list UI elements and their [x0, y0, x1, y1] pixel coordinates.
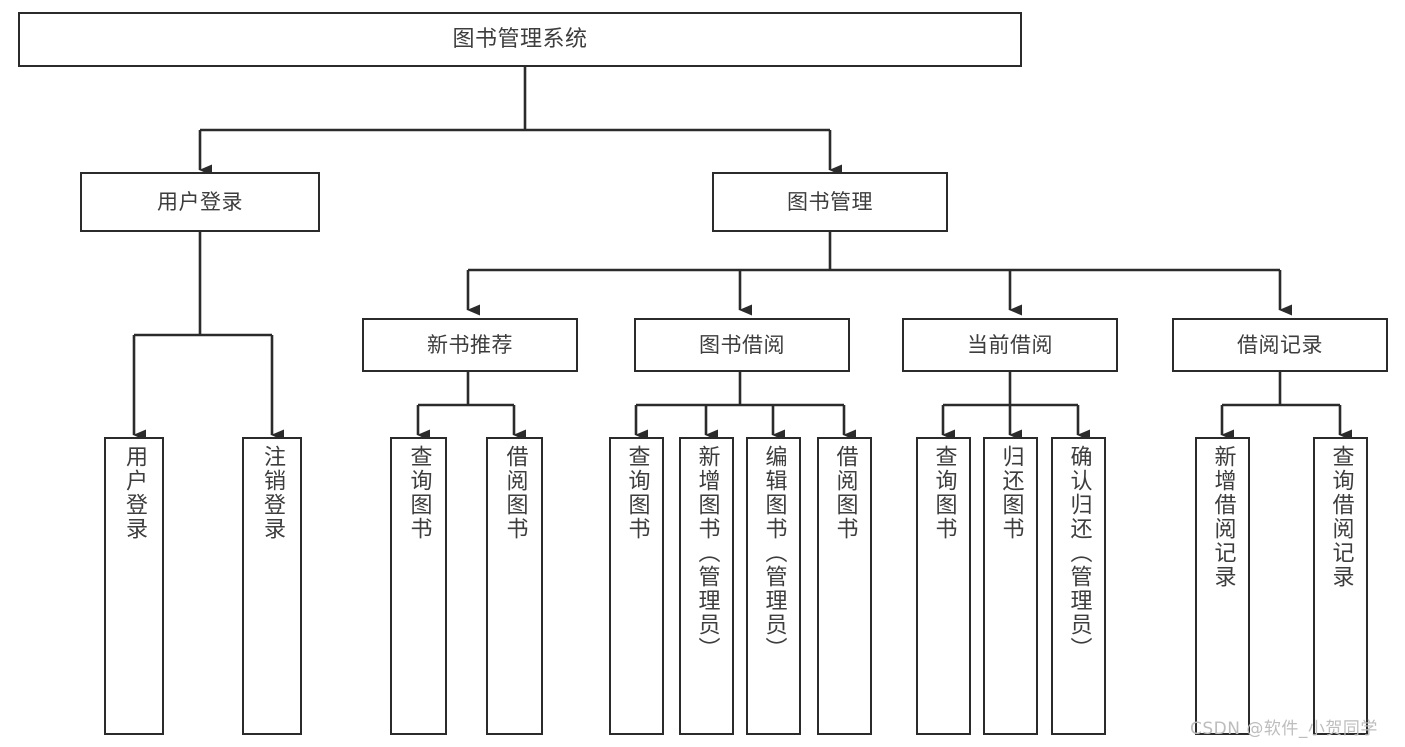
node-label: 查询图书 — [624, 445, 650, 541]
node-leaf-borrow-book[interactable]: 借阅图书 — [817, 437, 872, 735]
node-label: 用户登录 — [122, 445, 147, 541]
node-label: 新书推荐 — [427, 332, 513, 357]
node-leaf-confirm-return-admin[interactable]: 确认归还（管理员） — [1051, 437, 1106, 735]
node-leaf-add-book-admin[interactable]: 新增图书（管理员） — [679, 437, 734, 735]
node-label: 新增图书（管理员） — [694, 445, 720, 661]
node-book-management[interactable]: 图书管理 — [712, 172, 948, 232]
node-leaf-return-book[interactable]: 归还图书 — [983, 437, 1038, 735]
node-label: 用户登录 — [157, 189, 243, 214]
node-label: 当前借阅 — [967, 332, 1053, 357]
node-label: 借阅图书 — [832, 445, 858, 541]
node-label: 新增借阅记录 — [1210, 445, 1236, 589]
node-leaf-query-book-recommend[interactable]: 查询图书 — [390, 437, 447, 735]
node-label: 编辑图书（管理员） — [761, 445, 787, 661]
node-leaf-query-borrow-record[interactable]: 查询借阅记录 — [1313, 437, 1368, 735]
node-leaf-logout[interactable]: 注销登录 — [242, 437, 302, 735]
node-label: 查询图书 — [931, 445, 957, 541]
node-label: 查询图书 — [406, 445, 432, 541]
node-current-borrow[interactable]: 当前借阅 — [902, 318, 1118, 372]
node-leaf-user-login[interactable]: 用户登录 — [104, 437, 164, 735]
node-label: 图书管理 — [787, 189, 873, 214]
node-book-borrow[interactable]: 图书借阅 — [634, 318, 850, 372]
node-new-book-recommend[interactable]: 新书推荐 — [362, 318, 578, 372]
node-label: 图书管理系统 — [452, 26, 588, 52]
node-label: 图书借阅 — [699, 332, 785, 357]
node-label: 借阅记录 — [1237, 332, 1323, 357]
node-leaf-add-borrow-record[interactable]: 新增借阅记录 — [1195, 437, 1250, 735]
node-leaf-edit-book-admin[interactable]: 编辑图书（管理员） — [746, 437, 801, 735]
node-label: 查询借阅记录 — [1328, 445, 1354, 589]
node-leaf-query-book-current[interactable]: 查询图书 — [916, 437, 971, 735]
node-label: 归还图书 — [998, 445, 1024, 541]
node-leaf-query-book[interactable]: 查询图书 — [609, 437, 664, 735]
node-root-system[interactable]: 图书管理系统 — [18, 12, 1022, 67]
node-label: 借阅图书 — [502, 445, 528, 541]
node-borrow-record[interactable]: 借阅记录 — [1172, 318, 1388, 372]
node-label: 注销登录 — [260, 445, 285, 541]
node-leaf-borrow-book-recommend[interactable]: 借阅图书 — [486, 437, 543, 735]
node-label: 确认归还（管理员） — [1066, 445, 1092, 661]
node-user-login[interactable]: 用户登录 — [80, 172, 320, 232]
